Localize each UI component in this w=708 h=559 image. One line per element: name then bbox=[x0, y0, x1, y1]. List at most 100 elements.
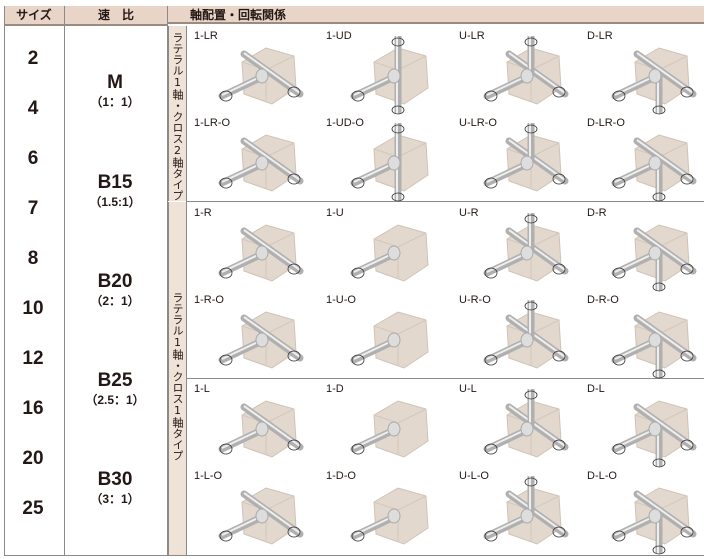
arrangement-code: U-L-O bbox=[459, 470, 489, 482]
group-tab-cross1: ラテラル1軸・クロス1軸タイプ bbox=[168, 202, 187, 555]
gearbox-icon bbox=[483, 476, 569, 545]
arrangement-code: D-LR-O bbox=[587, 117, 625, 129]
arrangement-code: 1-LR-O bbox=[194, 117, 231, 129]
arrangement-cell: U-LR bbox=[455, 28, 585, 116]
size-value: 16 bbox=[22, 398, 44, 419]
arrangement-cell: U-LR-O bbox=[455, 115, 585, 203]
arrangement-cell: 1-UD bbox=[322, 28, 452, 116]
arrangement-cell: 1-D bbox=[322, 381, 452, 469]
arrangement-cell: 1-LR-O bbox=[190, 115, 320, 203]
gearbox-icon bbox=[218, 134, 304, 192]
gearbox-icon bbox=[350, 487, 429, 545]
ratio-name: B30 bbox=[97, 469, 133, 490]
size-value: 2 bbox=[27, 48, 39, 69]
divider-size-ratio bbox=[64, 26, 65, 555]
arrangement-cell: D-LR bbox=[583, 28, 708, 116]
group-divider-1 bbox=[186, 201, 704, 202]
gearbox-icon bbox=[350, 311, 429, 369]
arrangement-code: 1-LR bbox=[194, 30, 218, 42]
arrangement-code: U-R bbox=[459, 207, 479, 219]
gearbox-icon bbox=[611, 311, 697, 379]
gearbox-icon bbox=[218, 400, 304, 458]
arrangement-cell: D-R-O bbox=[583, 292, 708, 380]
size-value: 8 bbox=[27, 248, 39, 269]
ratio-value: （2.5：1） bbox=[85, 393, 145, 407]
group-tab-label: ラテラル1軸・クロス1軸タイプ bbox=[171, 292, 184, 461]
arrangement-cell: D-R bbox=[583, 205, 708, 293]
gearbox-icon bbox=[483, 36, 569, 105]
ratio-name: B15 bbox=[97, 172, 133, 193]
ratio-name: B20 bbox=[97, 271, 133, 292]
arrangement-cell: U-R-O bbox=[455, 292, 585, 380]
arrangement-code: 1-D-O bbox=[326, 470, 356, 482]
gearbox-icon bbox=[350, 400, 429, 458]
arrangement-cell: 1-LR bbox=[190, 28, 320, 116]
ratio-entry: B15 （1.5:1） bbox=[64, 172, 166, 210]
gearbox-icon bbox=[218, 224, 304, 282]
arrangement-cell: 1-R bbox=[190, 205, 320, 293]
arrangement-code: D-R-O bbox=[587, 294, 619, 306]
ratio-entry: M （1：1） bbox=[64, 72, 166, 110]
ratio-value: （1.5:1） bbox=[89, 195, 141, 209]
size-value: 25 bbox=[22, 498, 44, 519]
border-bottom bbox=[4, 555, 704, 556]
gearbox-icon bbox=[611, 47, 697, 115]
arrangement-cell: U-L-O bbox=[455, 468, 585, 556]
header-arrangement-label: 軸配置・回転関係 bbox=[190, 8, 287, 22]
group-tab-label: ラテラル1軸・クロス2軸タイプ bbox=[171, 32, 184, 201]
header-arrangement: 軸配置・回転関係 bbox=[168, 6, 704, 24]
arrangement-code: 1-U bbox=[326, 207, 344, 219]
ratio-entry: B30 （3：1） bbox=[64, 469, 166, 507]
group-divider-2 bbox=[186, 378, 704, 379]
arrangement-code: U-LR-O bbox=[459, 117, 497, 129]
gearbox-icon bbox=[483, 123, 569, 192]
arrangement-cell: 1-U-O bbox=[322, 292, 452, 380]
arrangement-code: D-LR bbox=[587, 30, 613, 42]
gearbox-icon bbox=[350, 224, 429, 282]
arrangement-code: 1-D bbox=[326, 383, 344, 395]
size-value: 12 bbox=[22, 348, 44, 369]
arrangement-code: 1-UD-O bbox=[326, 117, 364, 129]
arrangement-cell: 1-R-O bbox=[190, 292, 320, 380]
border-left bbox=[4, 6, 5, 555]
gearbox-icon bbox=[611, 224, 697, 292]
arrangement-cell: D-L bbox=[583, 381, 708, 469]
gearbox-icon bbox=[611, 134, 697, 202]
ratio-name: M bbox=[107, 72, 123, 93]
divider-ratio-tab bbox=[167, 26, 168, 555]
arrangement-code: 1-R bbox=[194, 207, 212, 219]
ratio-entry: B20 （2：1） bbox=[64, 271, 166, 309]
size-value: 4 bbox=[27, 98, 39, 119]
gearbox-icon bbox=[483, 213, 569, 282]
arrangement-code: D-L-O bbox=[587, 470, 617, 482]
arrangement-code: U-L bbox=[459, 383, 477, 395]
arrangement-cell: U-L bbox=[455, 381, 585, 469]
gearbox-icon bbox=[611, 487, 697, 555]
arrangement-code: 1-R-O bbox=[194, 294, 224, 306]
ratio-name: B25 bbox=[97, 370, 133, 391]
gearbox-icon bbox=[483, 300, 569, 369]
gearbox-icon bbox=[483, 389, 569, 458]
ratio-value: （2：1） bbox=[90, 294, 140, 308]
group-tab-cross2: ラテラル1軸・クロス2軸タイプ bbox=[168, 26, 187, 201]
gearbox-icon bbox=[611, 400, 697, 468]
arrangement-code: 1-L-O bbox=[194, 470, 223, 482]
gearbox-icon bbox=[350, 123, 429, 202]
gearbox-icon bbox=[218, 487, 304, 545]
header-ratio-label: 速 比 bbox=[97, 8, 134, 22]
ratio-value: （1：1） bbox=[90, 95, 140, 109]
arrangement-cell: 1-D-O bbox=[322, 468, 452, 556]
arrangement-cell: D-L-O bbox=[583, 468, 708, 556]
arrangement-cell: 1-UD-O bbox=[322, 115, 452, 203]
size-value: 10 bbox=[22, 298, 44, 319]
ratio-value: （3：1） bbox=[90, 492, 140, 506]
arrangement-code: 1-L bbox=[194, 383, 210, 395]
header-size-label: サイズ bbox=[16, 8, 52, 22]
header-size: サイズ bbox=[4, 6, 65, 26]
arrangement-code: U-LR bbox=[459, 30, 485, 42]
gearbox-icon bbox=[350, 36, 429, 115]
size-value: 20 bbox=[22, 448, 44, 469]
gearbox-icon bbox=[218, 47, 304, 105]
arrangement-code: D-L bbox=[587, 383, 605, 395]
arrangement-cell: 1-L bbox=[190, 381, 320, 469]
